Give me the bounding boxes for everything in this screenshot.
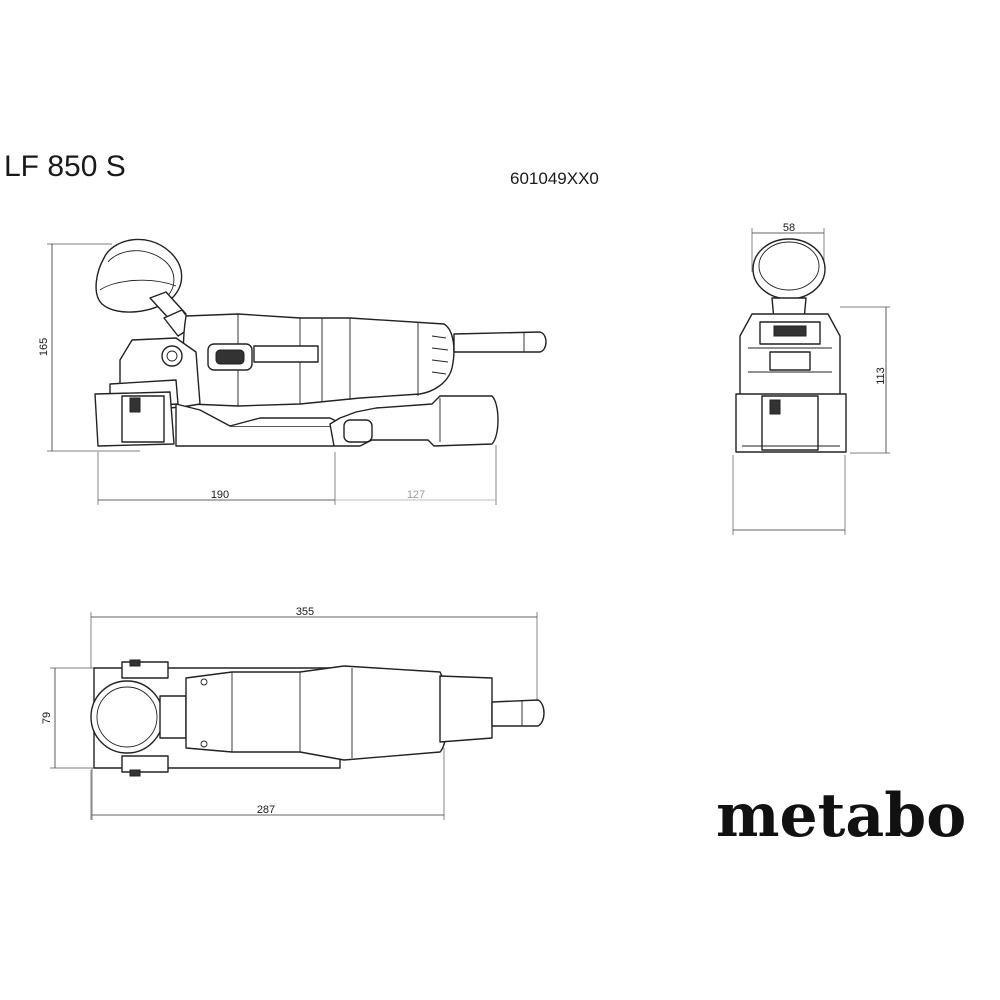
model-title: LF 850 S — [4, 150, 126, 183]
side-view: 165 190 127 — [38, 238, 547, 505]
side-base-shoe — [94, 391, 347, 447]
top-view: 355 79 287 — [41, 606, 545, 820]
side-front-length-label: 190 — [211, 489, 229, 501]
top-body-length-label: 287 — [257, 804, 275, 816]
front-gear-body — [739, 313, 841, 397]
front-top-width-label: 58 — [783, 222, 795, 234]
article-number: 601049XX0 — [510, 169, 599, 188]
front-base-shoe — [735, 393, 847, 453]
metabo-logo: metabo — [716, 781, 966, 851]
side-extraction-hose — [329, 395, 499, 447]
front-view: 58 113 — [732, 222, 890, 535]
top-motor-body — [185, 665, 545, 761]
side-rear-length-label: 127 — [407, 489, 425, 501]
side-height-label: 165 — [38, 338, 50, 356]
front-knob — [752, 238, 826, 321]
side-knob — [95, 238, 195, 337]
top-knob — [90, 680, 187, 754]
top-total-length-label: 355 — [296, 606, 314, 618]
side-motor-body — [182, 313, 547, 407]
front-height-label: 113 — [875, 367, 887, 385]
top-width-label: 79 — [41, 712, 53, 724]
